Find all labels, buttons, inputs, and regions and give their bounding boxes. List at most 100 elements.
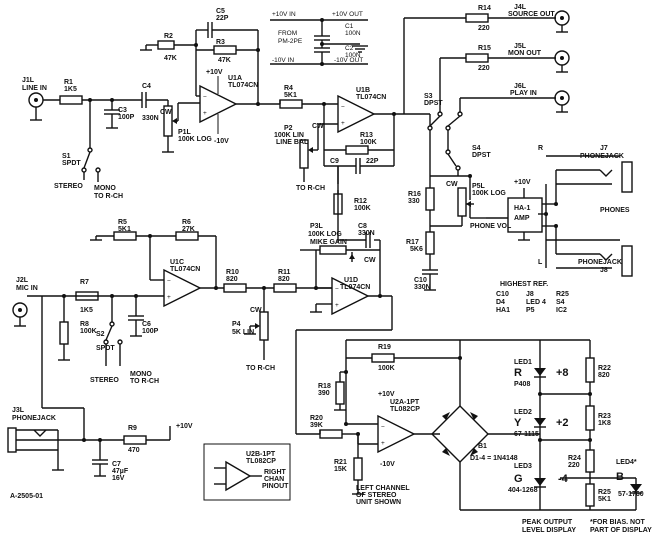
j3l-label: PHONEJACK [12,415,56,422]
bias-note-2: PART OF DISPLAY [590,527,652,534]
r12-value: 100K [354,205,371,212]
s2-type: SPDT [96,345,115,352]
u1d-part: TL074CN [340,284,370,291]
p1l-ref: P1L [178,129,192,136]
line-input-stage [28,92,200,182]
output-section [403,10,633,291]
ha1-plus10: +10V [514,179,531,186]
c9-value: 22P [366,158,379,165]
led3-letter: G [514,473,523,485]
r3-ref: R3 [216,39,225,46]
cw-p1: CW [160,109,172,116]
j4l-ref: J4L [514,4,527,11]
svg-text:+: + [341,120,345,127]
u1a-minus10: -10V [214,138,229,145]
r22-ref: R22 [598,365,611,372]
u2a-ref: U2A-1PT [390,399,420,406]
j6l-ref: J6L [514,83,527,90]
s4-ref: S4 [472,145,481,152]
led2-letter: Y [514,417,522,429]
highest-ref-title: HIGHEST REF. [500,281,548,288]
r1-ref: R1 [64,79,73,86]
r15-ref: R15 [478,45,491,52]
c1-value: 100N [345,30,361,37]
j5l-label: MON OUT [508,50,542,57]
c8-ref: C8 [358,223,367,230]
p3l-extra: MIKE GAIN [310,239,347,246]
r7-ref: R7 [80,279,89,286]
r5-value: 5K1 [118,226,131,233]
r11-ref: R11 [278,269,291,276]
r21-value: 15K [334,466,347,473]
plus10-out-label: +10V OUT [332,11,363,18]
led1-letter: R [514,367,522,379]
p2-ref: P2 [284,125,293,132]
svg-text:−: − [341,104,345,111]
highest-ref-led4: LED 4 [526,299,546,306]
c2-value: 100N [345,52,361,59]
r13-value: 100K [360,139,377,146]
r24-ref: R24 [568,455,581,462]
r14-value: 220 [478,25,490,32]
r23-ref: R23 [598,413,611,420]
p4-to-rch: TO R-CH [246,365,275,372]
plus10-in-label: +10V IN [272,11,296,18]
r16-ref: R16 [408,191,421,198]
j1l-label: LINE IN [22,85,47,92]
s2-right: MONO [130,371,152,378]
bridge-diodes: D1-4 = 1N4148 [470,455,518,462]
c10-ref: C10 [414,277,427,284]
c2-ref: C2 [345,45,354,52]
led4-letter: B [616,471,624,483]
ha1-ref: HA-1 [514,205,530,212]
phones-label: PHONES [600,207,630,214]
r2-ref: R2 [164,33,173,40]
u2b-note3: PINOUT [262,483,289,490]
cw-p4: CW [250,307,262,314]
p2-value: 100K LIN [274,132,304,139]
left-channel-note-1: LEFT CHANNEL [356,485,410,492]
r11-value: 820 [278,276,290,283]
highest-ref-p5: P5 [526,307,535,314]
led1-part: P408 [514,381,530,388]
from-label: FROM [278,30,297,37]
c7-ref: C7 [112,461,121,468]
r2-value: 47K [164,55,177,62]
u1a-ref: U1A [228,75,242,82]
r22-value: 820 [598,372,610,379]
led1-ref: LED1 [514,359,532,366]
u1a-plus10: +10V [206,69,223,76]
j3l-ref: J3L [12,407,25,414]
r4-value: 5K1 [284,92,297,99]
r10-ref: R10 [226,269,239,276]
u2b-pinout-box [203,443,291,501]
r25-ref: R25 [598,489,611,496]
u2b-note2: CHAN [264,476,284,483]
s3-type: DPST [424,100,443,107]
r23-value: 1K8 [598,420,611,427]
highest-ref-ic2: IC2 [556,307,567,314]
r6-ref: R6 [182,219,191,226]
j2l-ref: J2L [16,277,29,284]
minus10-out-label: -10V OUT [334,57,363,64]
r7-value: 1K5 [80,307,93,314]
pin-r: R [538,145,543,152]
r16-value: 330 [408,198,420,205]
u2b-note1: RIGHT [264,469,287,476]
r12-ref: R12 [354,198,367,205]
r18-ref: R18 [318,383,331,390]
j2l-label: MIC IN [16,285,38,292]
u1c-part: TL074CN [170,266,200,273]
r3-value: 47K [218,57,231,64]
u1b-part: TL074CN [356,94,386,101]
p5l-value: 100K LOG [472,190,506,197]
j7-label: PHONEJACK [580,153,624,160]
s3-ref: S3 [424,93,433,100]
c7-value: 47µF [112,468,129,475]
led2-ref: LED2 [514,409,532,416]
led2-level: +2 [556,417,569,429]
u1b-ref: U1B [356,87,370,94]
r6-value: 27K [182,226,195,233]
s1-ref: S1 [62,153,71,160]
